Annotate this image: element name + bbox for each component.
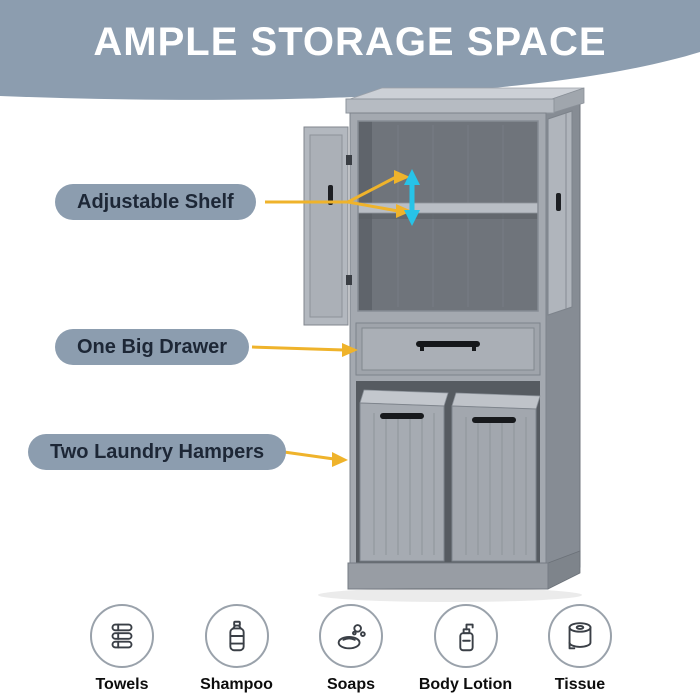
body-lotion-icon bbox=[433, 604, 498, 668]
feature-label: Shampoo bbox=[200, 676, 273, 693]
left-hamper-handle bbox=[380, 413, 424, 419]
banner-shape bbox=[0, 0, 700, 100]
upper-cabinet-interior bbox=[357, 120, 539, 312]
right-door-open bbox=[547, 110, 573, 316]
feature-label: Body Lotion bbox=[418, 676, 513, 693]
right-door-handle bbox=[556, 193, 561, 211]
floor-shadow bbox=[318, 588, 582, 602]
tissue-icon bbox=[548, 604, 612, 668]
drawer bbox=[355, 322, 541, 376]
towels-icon bbox=[90, 604, 154, 668]
right-hamper-door bbox=[451, 392, 541, 562]
feature-item-soaps: Soaps bbox=[319, 604, 383, 694]
features-row: Towels Shampoo Soaps bbox=[90, 604, 612, 694]
feature-label: Tissue bbox=[554, 676, 606, 693]
left-door-handle bbox=[328, 185, 333, 205]
feature-item-towels: Towels bbox=[90, 604, 154, 694]
door-hinge bbox=[346, 275, 352, 285]
door-hinge bbox=[346, 155, 352, 165]
soaps-icon bbox=[319, 604, 383, 668]
shampoo-icon bbox=[204, 604, 269, 668]
right-hamper-handle bbox=[472, 417, 516, 423]
callout-one-big-drawer: One Big Drawer bbox=[55, 329, 250, 365]
feature-label: Towels bbox=[95, 676, 149, 693]
left-door-open bbox=[303, 126, 352, 326]
feature-item-shampoo: Shampoo bbox=[200, 604, 273, 694]
feature-item-tissue: Tissue bbox=[548, 604, 612, 694]
callout-adjustable-shelf: Adjustable Shelf bbox=[55, 184, 256, 220]
header-banner: AMPLE STORAGE SPACE bbox=[0, 0, 700, 120]
drawer-handle bbox=[416, 341, 480, 347]
feature-label: Soaps bbox=[326, 676, 375, 693]
feature-item-body-lotion: Body Lotion bbox=[419, 604, 512, 694]
cabinet-top bbox=[345, 87, 585, 114]
callout-two-laundry-hampers: Two Laundry Hampers bbox=[28, 434, 287, 470]
cabinet-illustration bbox=[298, 85, 590, 610]
cabinet-base bbox=[347, 550, 581, 590]
left-hamper-door bbox=[359, 389, 449, 562]
adjustable-shelf bbox=[357, 202, 539, 214]
page-title: AMPLE STORAGE SPACE bbox=[93, 20, 607, 64]
